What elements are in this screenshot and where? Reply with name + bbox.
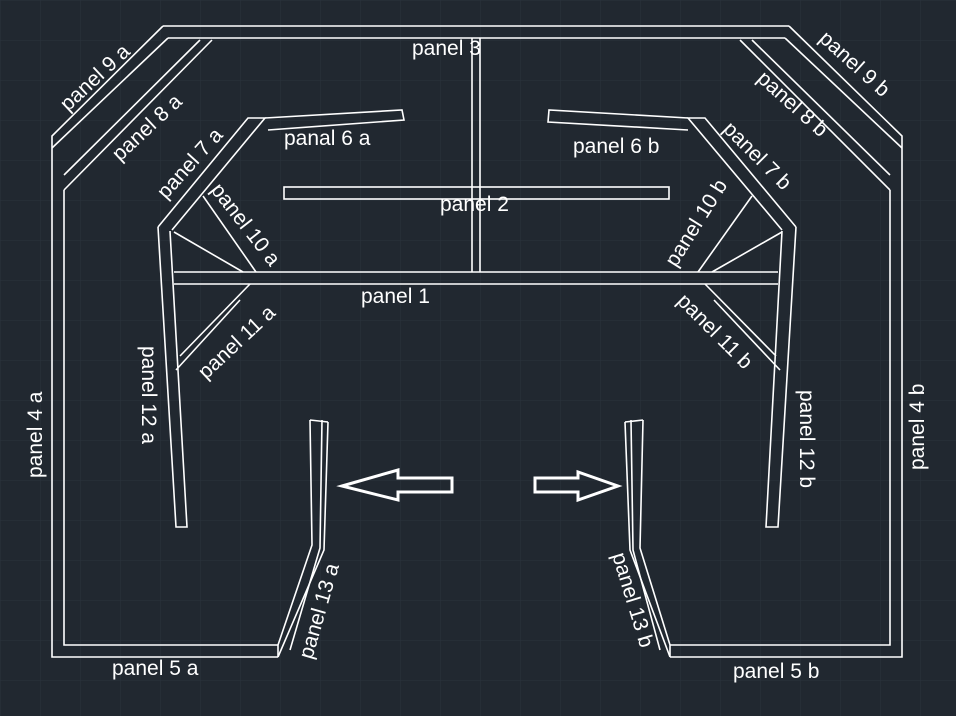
panel-8a-inner <box>63 39 213 191</box>
label-panel-1: panel 1 <box>361 285 430 308</box>
panel-8b-inner <box>739 39 891 191</box>
label-panel-6b: panel 6 b <box>573 135 659 158</box>
panel-12b-outline <box>765 226 797 528</box>
panel-10b-line-2 <box>697 195 753 273</box>
panel-7b-outline <box>686 117 797 231</box>
right-inner-structure <box>547 109 797 528</box>
panel-11b-line <box>704 283 777 357</box>
panel-12a-outline <box>157 226 188 528</box>
panel-3-divider <box>471 38 481 272</box>
panel-4a-outline <box>51 25 278 658</box>
label-panel-6a: panal 6 a <box>284 127 371 150</box>
panel-10a-line-2 <box>202 195 257 273</box>
panel-9a-inner <box>51 37 169 149</box>
panel-13a-shape <box>277 419 329 658</box>
left-arrow <box>336 468 454 502</box>
panel-1-shape <box>174 271 778 285</box>
label-panel-4b: panel 4 b <box>906 384 929 470</box>
panel-4a-inner <box>63 190 278 646</box>
panel-4b-inner <box>670 190 891 646</box>
label-panel-5a: panel 5 a <box>112 657 199 680</box>
panel-10a-line <box>173 231 244 273</box>
panel-4b-outline <box>670 25 903 658</box>
label-panel-2: panel 2 <box>440 193 509 216</box>
panel-13b-shape <box>624 419 671 658</box>
label-panel-12b: panel 12 b <box>795 390 818 488</box>
panel-9b-inner <box>784 37 903 149</box>
label-panel-12a: panel 12 a <box>137 346 160 444</box>
panel-11b-line-2 <box>713 299 781 371</box>
outer-frame <box>51 25 903 658</box>
panel-6b-outline <box>547 109 689 131</box>
panel-8a-outer <box>63 39 201 176</box>
panel-8b-outer <box>751 39 891 176</box>
panel-11a-line-2 <box>175 299 241 371</box>
right-arrow <box>533 469 623 503</box>
panel-2-shape <box>283 186 670 200</box>
panel-10b-line <box>711 231 783 273</box>
panel-7a-outline <box>157 117 267 231</box>
panel-11a-line <box>179 283 251 357</box>
left-inner-structure <box>157 109 405 528</box>
label-panel-4a: panel 4 a <box>24 391 47 478</box>
label-panel-5b: panel 5 b <box>733 660 819 683</box>
label-panel-3: panel 3 <box>412 37 481 60</box>
panel-6a-outline <box>264 109 405 131</box>
